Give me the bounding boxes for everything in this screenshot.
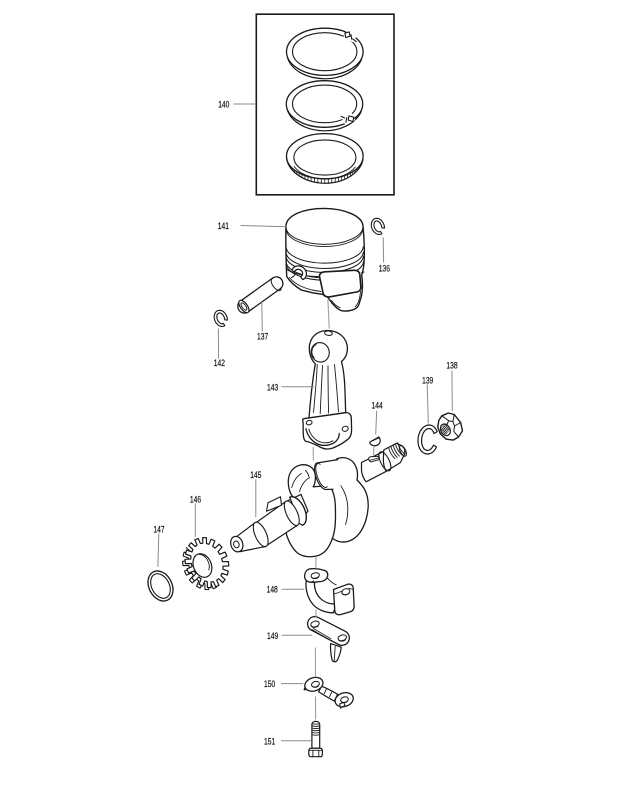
svg-text:143: 143 — [267, 381, 278, 392]
svg-text:139: 139 — [422, 374, 433, 385]
svg-text:140: 140 — [218, 98, 229, 109]
svg-text:144: 144 — [372, 400, 383, 411]
svg-text:142: 142 — [214, 357, 225, 368]
svg-text:146: 146 — [190, 493, 201, 504]
svg-text:136: 136 — [379, 263, 390, 274]
svg-text:148: 148 — [267, 583, 278, 594]
svg-text:147: 147 — [153, 524, 164, 535]
svg-text:149: 149 — [267, 630, 278, 641]
svg-text:145: 145 — [250, 469, 261, 480]
svg-text:150: 150 — [264, 678, 275, 689]
svg-text:141: 141 — [218, 220, 229, 231]
svg-text:138: 138 — [446, 360, 457, 371]
svg-text:137: 137 — [257, 330, 268, 341]
svg-text:151: 151 — [264, 735, 275, 746]
